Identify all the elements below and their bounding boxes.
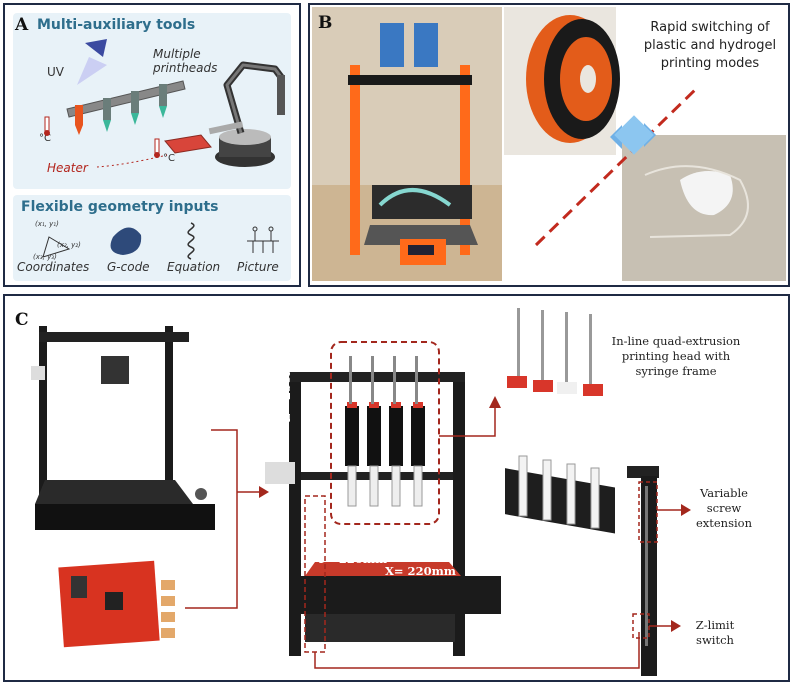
screw-highlight-box (638, 481, 658, 543)
thermometer-icon-2 (154, 138, 160, 158)
temp-unit-2: °C (163, 153, 175, 164)
panel-a-label: A (15, 15, 29, 35)
quad-head-caption: In-line quad-extrusion printing head wit… (611, 334, 741, 378)
coord-label-2: (x₂, y₂) (57, 241, 81, 249)
uv-beam-icon (77, 57, 107, 85)
tools-title: Multi-auxiliary tools (37, 17, 196, 33)
input-coordinates: Coordinates (17, 260, 90, 274)
input-equation: Equation (167, 260, 221, 274)
heater-plate-icon (164, 134, 212, 154)
uv-label: UV (47, 65, 64, 79)
temp-unit-1: °C (39, 133, 51, 144)
heater-label: Heater (47, 161, 88, 175)
control-board-icon (58, 560, 175, 648)
connector-line (185, 429, 238, 609)
filament-spool-icon (526, 15, 620, 143)
panel-c-label: C (15, 310, 29, 330)
robot-arm-icon (208, 61, 285, 167)
geometry-title: Flexible geometry inputs (21, 199, 219, 215)
coord-label-1: (x₁, y₁) (35, 220, 59, 228)
z-axis-column-icon (627, 466, 659, 676)
x-dimension-label: X= 220mm (385, 564, 456, 578)
connector-to-switch (314, 632, 640, 669)
input-gcode: G-code (107, 260, 150, 274)
flexible-geometry-box (13, 195, 291, 281)
switch-arrows-icon (610, 115, 656, 155)
z-dimension-label: Z= 250mm (279, 351, 293, 422)
panel-c: C Z= 250mm Y= 220mm X= 220mm In-line qua… (3, 294, 790, 682)
hydrogel-print-icon (644, 165, 749, 238)
ender-printer-icon (31, 326, 215, 530)
panel-b-photos (312, 7, 786, 281)
thermometer-icon (44, 116, 50, 136)
screw-caption: Variable screw extension (695, 486, 753, 530)
equation-spiral-icon (187, 222, 195, 260)
z-switch-caption: Z-limit switch (695, 618, 735, 647)
syringe-heads-icon (345, 356, 425, 507)
gcode-icon (110, 227, 142, 255)
printhead-bar-icon (66, 80, 186, 118)
switching-caption: Rapid switching of plastic and hydrogel … (634, 19, 786, 73)
coord-label-3: (x₃, y₃) (33, 253, 57, 261)
input-picture: Picture (237, 260, 279, 274)
printheads-label: Multiple printheads (153, 47, 218, 75)
panel-a: A Multi-auxiliary tools UV Multiple prin… (3, 3, 301, 287)
connector-to-head (439, 404, 496, 437)
modified-printer-icon (265, 372, 501, 656)
dual-printhead-printer-icon (348, 23, 478, 265)
printheads-icon (75, 84, 167, 135)
printhead-highlight-box (330, 341, 440, 525)
panel-b: B Rapid switching of plastic and hydroge… (308, 3, 790, 287)
panel-a-illustration (42, 39, 285, 260)
quad-extrusion-head-icon (505, 308, 615, 534)
y-dimension-label: Y= 220mm (317, 552, 388, 566)
panel-c-illustration (31, 308, 691, 676)
coordinates-triangle-icon (42, 236, 71, 258)
panel-b-label: B (318, 13, 333, 33)
uv-lamp-icon (85, 39, 107, 57)
picture-icon (247, 226, 279, 253)
